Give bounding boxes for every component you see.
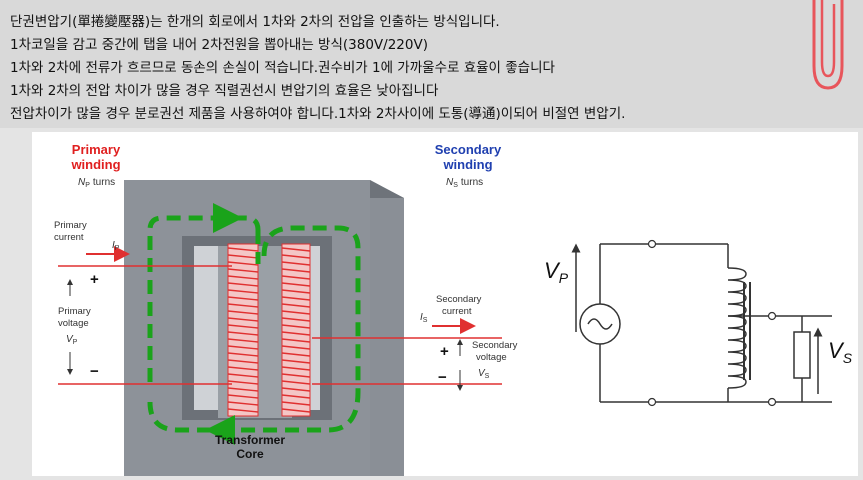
secondary-winding: [281, 243, 311, 417]
note-line-5: 전압차이가 많을 경우 분로권선 제품을 사용하여야 합니다.1차와 2차사이에…: [10, 106, 626, 122]
core-label-2: Core: [236, 447, 264, 461]
primary-current-label-2: current: [54, 232, 84, 243]
secondary-voltage-label-2: voltage: [476, 352, 507, 363]
terminal-4: [767, 397, 777, 407]
primary-winding: [227, 243, 259, 417]
note-line-2: 1차코일을 감고 중간에 탭을 내어 2차전원을 뽑아내는 방식(380V/22…: [10, 37, 428, 53]
autotransformer-schematic: [579, 243, 832, 403]
primary-voltage-label-1: Primary: [58, 306, 91, 317]
terminal-2: [647, 397, 657, 407]
sine-wave-icon: [587, 318, 613, 330]
schematic-vs-label: VS: [828, 338, 853, 366]
secondary-winding-title-2: winding: [442, 157, 492, 172]
is-label: IS: [420, 312, 428, 324]
primary-minus: −: [90, 363, 99, 380]
note-line-1: 단권변압기(單捲變壓器)는 한개의 회로에서 1차와 2차의 전압을 인출하는 …: [10, 14, 500, 30]
magnetic-flux-path: [147, 215, 361, 433]
terminal-1: [647, 239, 657, 249]
core-label-1: Transformer: [215, 433, 285, 447]
primary-voltage-label-2: voltage: [58, 318, 89, 329]
note-line-4: 1차와 2차의 전압 차이가 많을 경우 직렬권선시 변압기의 효율은 낮아집니…: [10, 83, 439, 99]
primary-current-label-1: Primary: [54, 220, 87, 231]
primary-winding-title-1: Primary: [72, 142, 121, 157]
vp-label: VP: [66, 334, 78, 346]
schematic-vp-label: VP: [544, 258, 569, 286]
schematic-terminals: [647, 239, 777, 407]
secondary-current-label-1: Secondary: [436, 294, 482, 305]
secondary-minus: −: [438, 369, 447, 386]
terminal-3: [767, 311, 777, 321]
vs-label: VS: [478, 368, 490, 380]
primary-plus: +: [90, 271, 99, 288]
primary-winding-title-2: winding: [70, 157, 120, 172]
notes-panel: 단권변압기(單捲變壓器)는 한개의 회로에서 1차와 2차의 전압을 인출하는 …: [0, 0, 863, 128]
paperclip-icon: [812, 0, 844, 90]
secondary-current-label-2: current: [442, 306, 472, 317]
load-resistor-icon: [793, 331, 811, 379]
secondary-voltage-label-1: Secondary: [472, 340, 518, 351]
secondary-winding-title-1: Secondary: [435, 142, 502, 157]
secondary-plus: +: [440, 343, 449, 360]
note-line-3: 1차와 2차에 전류가 흐르므로 동손의 손실이 적습니다.권수비가 1에 가까…: [10, 60, 555, 76]
ip-label: IP: [112, 240, 120, 252]
